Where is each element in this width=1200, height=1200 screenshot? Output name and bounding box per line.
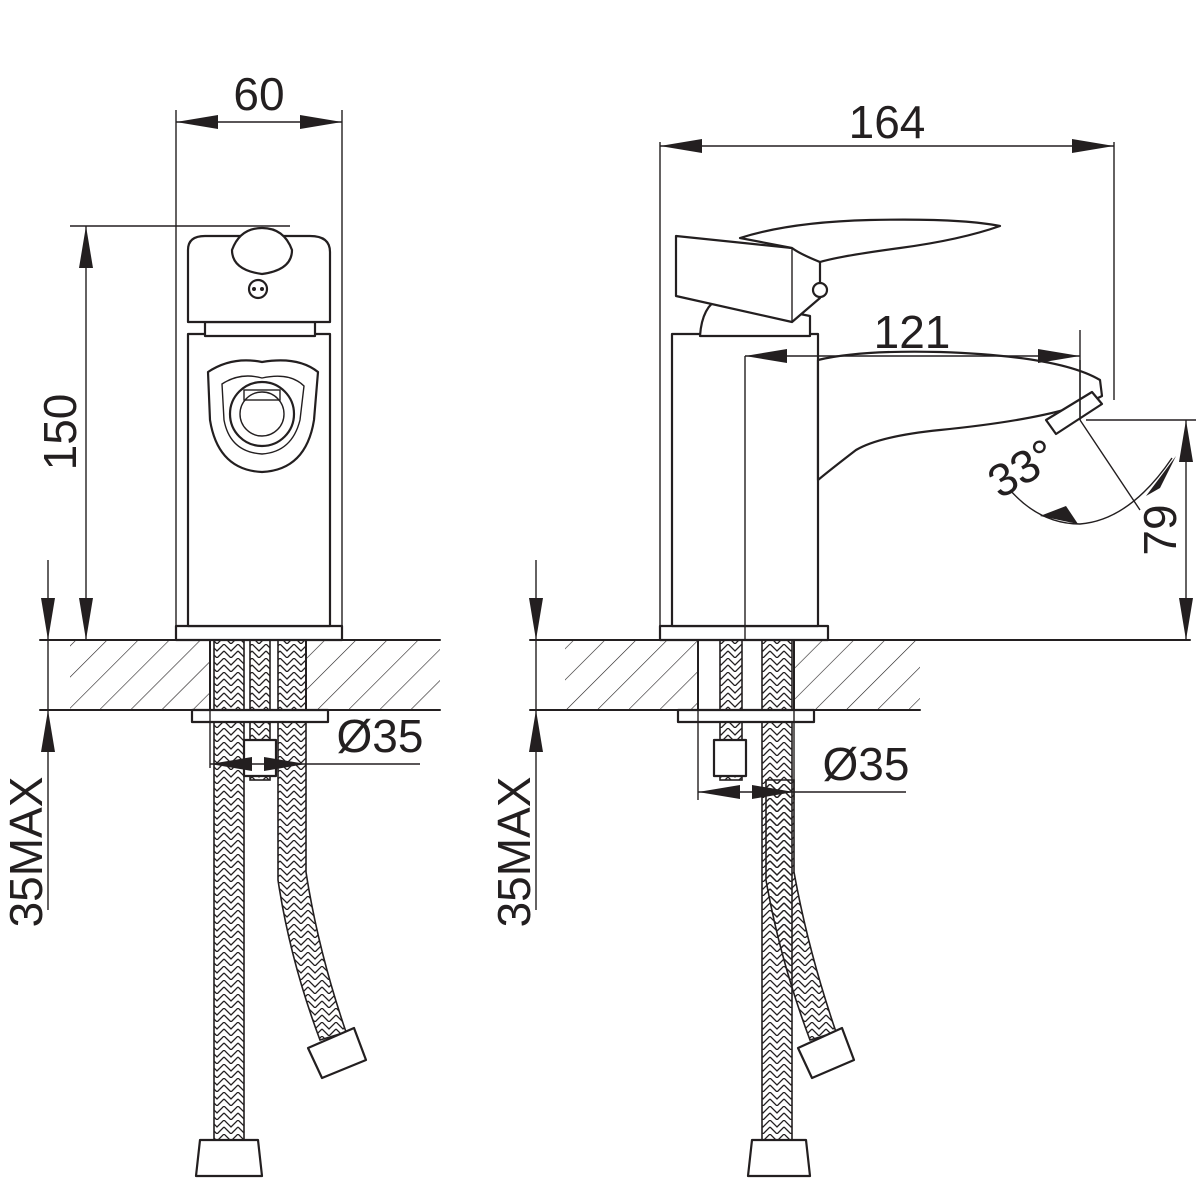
height-label: 150 xyxy=(34,394,86,471)
dimension-width: 60 xyxy=(175,68,343,630)
faucet-body-front xyxy=(174,226,344,642)
length-label: 164 xyxy=(849,96,926,148)
angle-label: 33° xyxy=(979,428,1065,508)
front-view: 60 150 Ø35 35MAX xyxy=(0,68,441,1178)
dimension-spout-height: 79 xyxy=(1134,420,1193,640)
countertop-side xyxy=(529,639,1191,711)
supply-hoses-front xyxy=(190,639,368,1178)
width-label: 60 xyxy=(233,68,284,120)
dimension-height: 150 xyxy=(34,225,290,640)
thickness-label-front: 35MAX xyxy=(0,777,52,928)
dimension-reach: 121 xyxy=(744,306,1081,640)
thickness-label-side: 35MAX xyxy=(488,777,540,928)
dimension-hole-front: Ø35 xyxy=(209,710,424,771)
spout-height-label: 79 xyxy=(1134,504,1186,555)
reach-label: 121 xyxy=(874,306,951,358)
dimension-thickness-side: 35MAX xyxy=(488,560,543,927)
dimension-hole-side: Ø35 xyxy=(697,710,910,800)
dimension-length: 164 xyxy=(659,96,1115,630)
hole-label-side: Ø35 xyxy=(823,738,910,790)
hole-label-front: Ø35 xyxy=(337,710,424,762)
supply-hoses-side xyxy=(676,639,856,1178)
side-view: 164 121 33° 79 xyxy=(488,96,1196,1178)
dimension-thickness-front: 35MAX xyxy=(0,560,55,927)
